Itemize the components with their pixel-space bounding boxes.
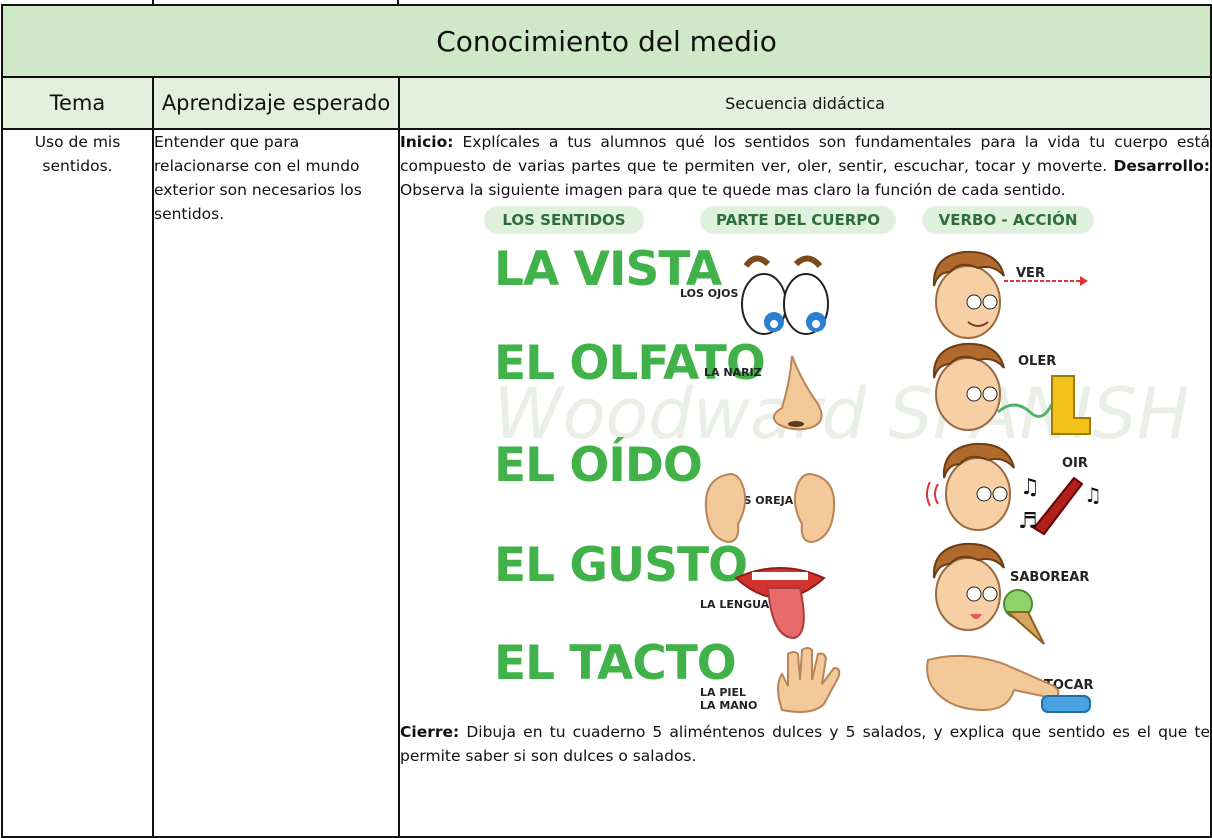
mouth-icon — [734, 567, 826, 640]
top-rule-right — [397, 0, 399, 4]
inicio-text: Explícales a tus alumnos qué los sentido… — [400, 133, 1211, 175]
svg-text:♫: ♫ — [1020, 475, 1040, 500]
sense-vista: LA VISTA — [494, 242, 722, 297]
ears-icon — [704, 472, 836, 544]
part-nariz: LA NARIZ — [704, 366, 762, 379]
desarrollo-label: Desarrollo: — [1113, 157, 1211, 175]
cell-tema: Uso de mis sentidos. — [1, 128, 154, 838]
part-orejas: LAS OREJAS — [728, 494, 802, 507]
cell-secuencia: Inicio: Explícales a tus alumnos qué los… — [397, 128, 1212, 838]
cierre-text: Dibuja en tu cuaderno 5 aliméntenos dulc… — [400, 723, 1211, 765]
col-header-verbs: VERBO - ACCIÓN — [922, 206, 1094, 234]
sense-olfato: EL OLFATO — [494, 336, 766, 391]
eyes-icon — [741, 255, 829, 335]
part-ojos: LOS OJOS — [680, 287, 739, 300]
aprendizaje-text: Entender que para relacionarse con el mu… — [154, 133, 362, 223]
boy-hearing-icon: ♫ ♬ ♫ — [926, 442, 1102, 536]
cell-aprendizaje: Entender que para relacionarse con el mu… — [152, 128, 400, 838]
part-mano: LA MANO — [700, 699, 758, 712]
header-secuencia: Secuencia didáctica — [397, 76, 1212, 130]
sense-gusto: EL GUSTO — [494, 538, 748, 593]
sense-tacto: EL TACTO — [494, 636, 737, 691]
verb-oler: OLER — [1018, 354, 1057, 369]
inicio-label: Inicio: — [400, 133, 454, 151]
top-rule-left — [152, 0, 154, 4]
boy-tasting-icon — [932, 542, 1045, 645]
desarrollo-text: Observa la siguiente imagen para que te … — [400, 181, 1066, 199]
sense-oido: EL OÍDO — [494, 438, 703, 493]
touching-hand-icon — [926, 654, 1091, 713]
verb-saborear: SABOREAR — [1010, 570, 1090, 585]
tema-text: Uso de mis sentidos. — [34, 133, 121, 175]
part-piel: LA PIEL — [700, 686, 747, 699]
see-arrow-icon — [1004, 276, 1088, 286]
header-tema: Tema — [1, 76, 154, 130]
lesson-table: Conocimiento del medio Tema Aprendizaje … — [0, 4, 1212, 838]
subject-title: Conocimiento del medio — [0, 4, 1212, 78]
boy-smelling-icon — [932, 342, 1091, 435]
hand-icon — [777, 647, 841, 713]
svg-text:♫: ♫ — [1084, 483, 1102, 507]
svg-text:♬: ♬ — [1018, 509, 1038, 534]
nose-icon — [772, 355, 823, 431]
cierre-paragraph: Cierre: Dibuja en tu cuaderno 5 aliménte… — [400, 720, 1210, 768]
part-lengua: LA LENGUA — [700, 598, 770, 611]
senses-illustration: Woodward SPANISH LOS SENTIDOS PARTE DEL … — [484, 206, 1199, 716]
col-header-parts: PARTE DEL CUERPO — [700, 206, 896, 234]
cierre-label: Cierre: — [400, 723, 460, 741]
verb-ver: VER — [1016, 266, 1045, 281]
boy-seeing-icon — [932, 250, 1005, 339]
col-header-senses: LOS SENTIDOS — [484, 206, 644, 234]
inicio-paragraph: Inicio: Explícales a tus alumnos qué los… — [400, 130, 1210, 202]
header-aprendizaje: Aprendizaje esperado — [152, 76, 400, 130]
verb-oir: OIR — [1062, 456, 1088, 471]
